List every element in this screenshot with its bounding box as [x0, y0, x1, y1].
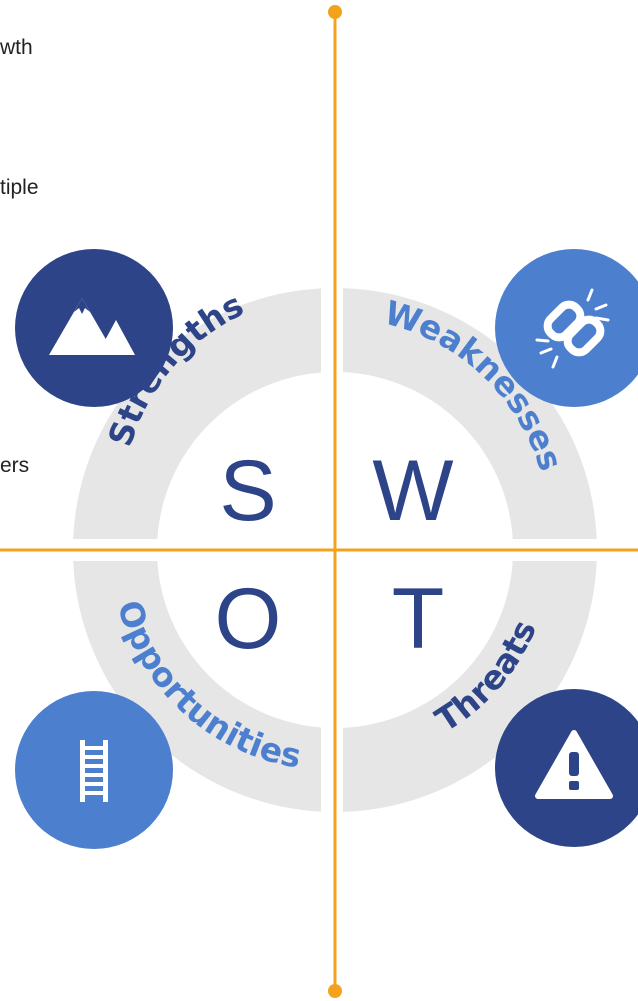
weaknesses-icon-circle: [495, 249, 638, 407]
letter-t: T: [392, 571, 445, 667]
swot-axes: [0, 5, 638, 998]
warning-icon: [535, 730, 613, 799]
letter-s: S: [219, 443, 276, 539]
text-fragment-growth: wth: [0, 36, 33, 59]
opportunities-icon-circle: [15, 691, 173, 849]
ladder-icon: [80, 740, 108, 802]
axis-bottom-dot: [328, 984, 342, 998]
threats-icon-badge: [495, 689, 638, 847]
opportunities-icon-badge: [15, 691, 173, 849]
swot-letters: S W O T: [215, 443, 454, 667]
text-fragment-others: ers: [0, 454, 30, 477]
letter-w: W: [372, 443, 453, 539]
weaknesses-icon-badge: [495, 249, 638, 407]
axis-top-dot: [328, 5, 342, 19]
broken-link-icon: [535, 288, 610, 369]
strengths-icon-badge: [15, 249, 173, 407]
text-fragment-multiple: tiple: [0, 176, 39, 199]
swot-ring: [72, 288, 597, 812]
mountain-icon: [49, 298, 135, 355]
letter-o: O: [215, 571, 282, 667]
swot-ring-band: [72, 288, 597, 812]
